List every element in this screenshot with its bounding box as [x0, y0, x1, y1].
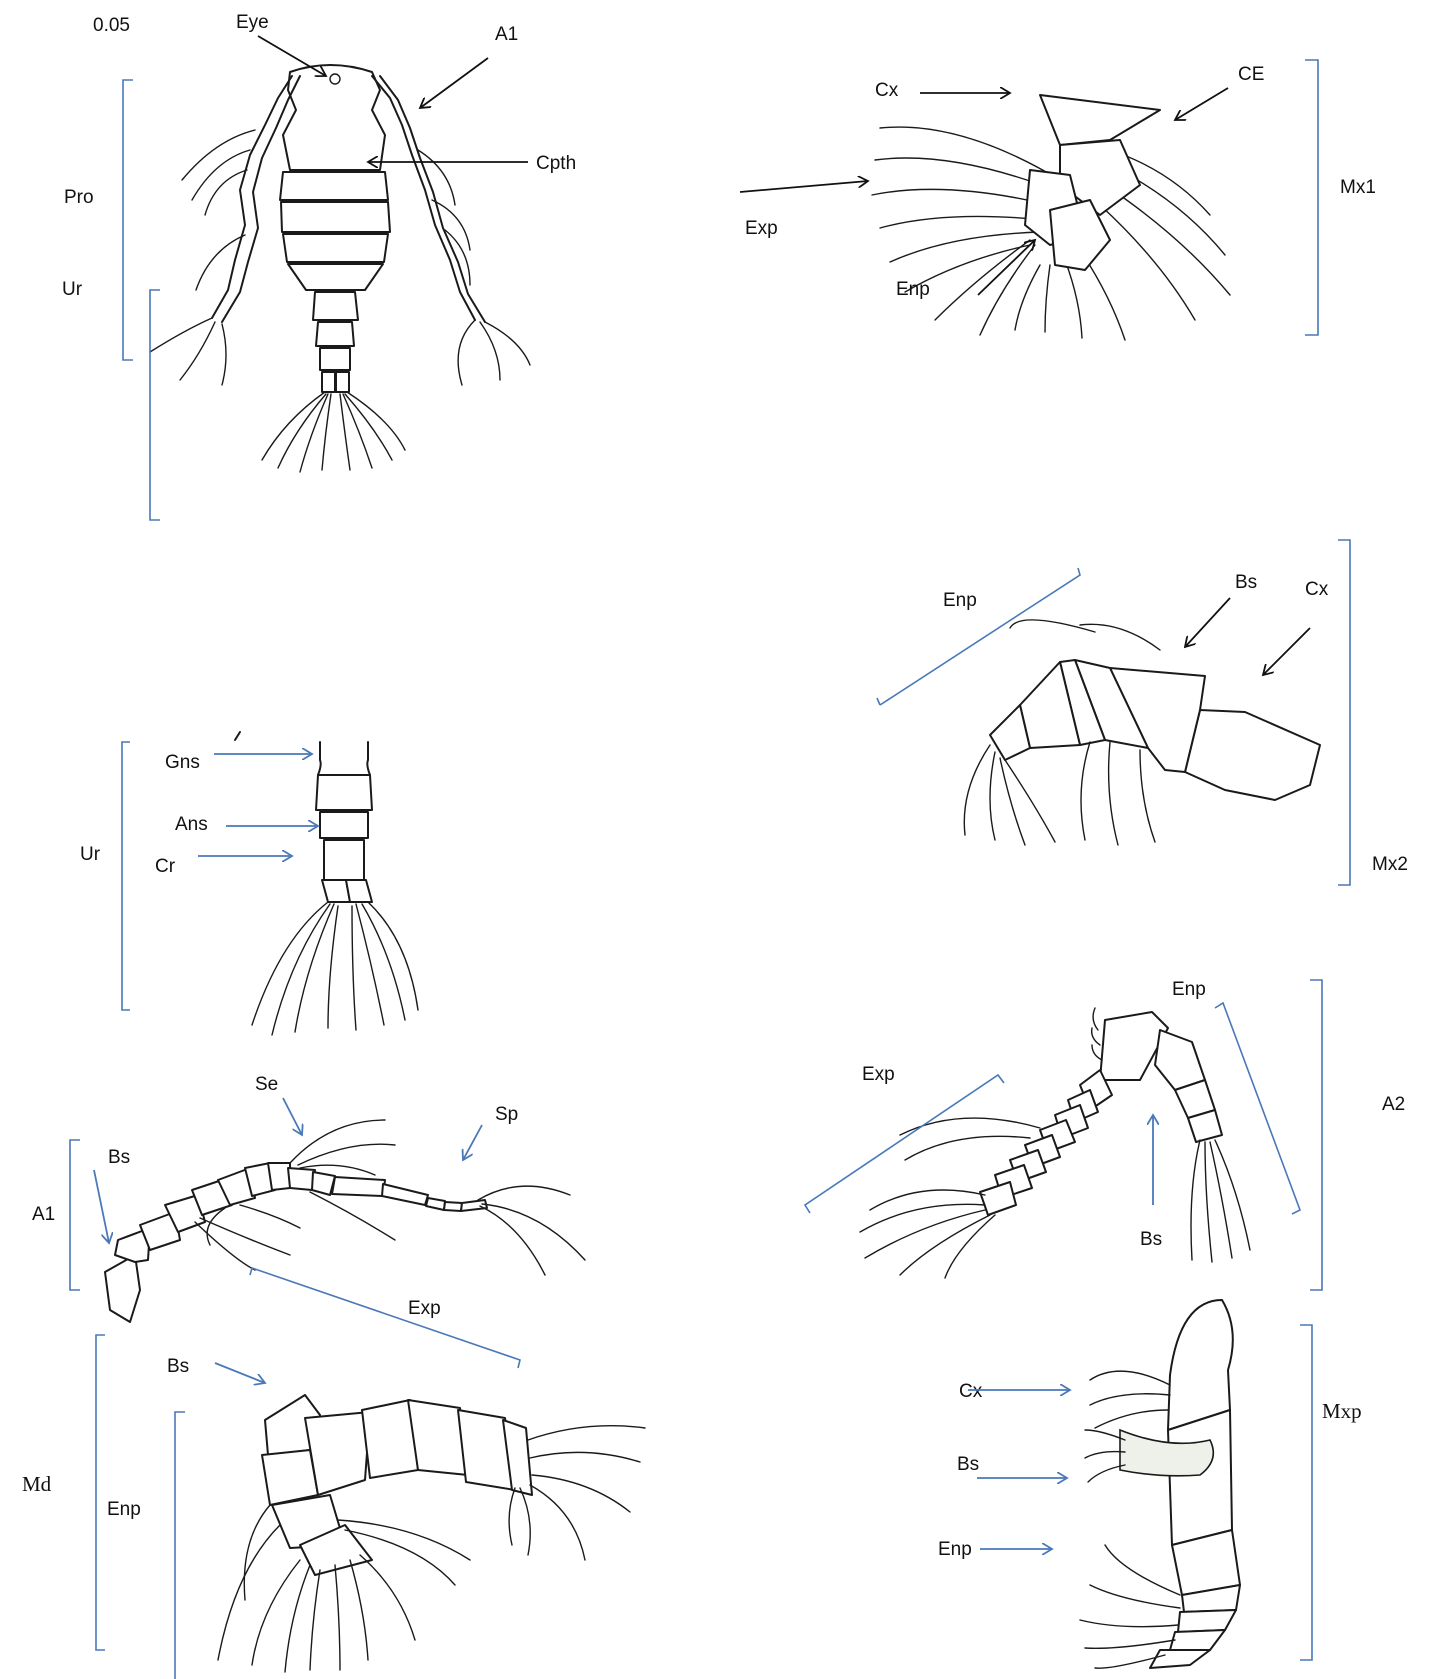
a2-bracket	[1310, 980, 1322, 1290]
urosome-bracket	[122, 742, 130, 1010]
a2-bs-label: Bs	[1140, 1229, 1162, 1250]
mx1-ce-arrow	[1175, 88, 1228, 120]
urosome-name-label: Ur	[80, 844, 101, 865]
a1-label: A1	[495, 24, 518, 45]
pro-label: Pro	[64, 187, 94, 208]
a1-name-label: A1	[32, 1204, 55, 1225]
cr-label: Cr	[155, 856, 176, 877]
a1-se-arrow	[283, 1098, 302, 1135]
a1-exp-bracket	[250, 1268, 520, 1368]
mx1-exp-label: Exp	[745, 218, 778, 239]
mxp-bs-label: Bs	[957, 1454, 979, 1475]
a1-bs-arrow	[94, 1170, 109, 1243]
a1-bs-label: Bs	[108, 1147, 130, 1168]
mx2-cx-arrow	[1263, 628, 1310, 675]
a1-sp-label: Sp	[495, 1104, 518, 1125]
whole-body-drawing	[150, 65, 530, 472]
mx2-bs-arrow	[1185, 598, 1230, 647]
mx1-bracket	[1305, 60, 1318, 335]
mx2-cx-label: Cx	[1305, 579, 1329, 600]
mxp-enp-label: Enp	[938, 1539, 972, 1560]
mxp-name-label: Mxp	[1322, 1399, 1362, 1423]
a1-panel: Se Sp Bs A1 Exp	[32, 1074, 585, 1368]
a2-enp-bracket	[1215, 1003, 1300, 1214]
pro-bracket	[123, 80, 133, 360]
a1-exp-label: Exp	[408, 1298, 441, 1319]
md-name-label: Md	[22, 1472, 52, 1496]
mx2-drawing	[964, 620, 1320, 845]
md-drawing	[218, 1395, 645, 1672]
eye-label: Eye	[236, 12, 269, 33]
mx1-ce-label: CE	[1238, 64, 1264, 85]
a2-name-label: A2	[1382, 1094, 1405, 1115]
a2-exp-label: Exp	[862, 1064, 895, 1085]
whole-body-panel: 0.05	[62, 12, 576, 520]
a2-enp-label: Enp	[1172, 979, 1206, 1000]
md-enp-bracket	[175, 1412, 185, 1679]
mx1-cx-label: Cx	[875, 80, 899, 101]
mxp-drawing	[1080, 1300, 1240, 1668]
gns-label: Gns	[165, 752, 200, 773]
urosome-drawing	[235, 732, 418, 1035]
mx2-bracket	[1338, 540, 1350, 885]
mxp-bracket	[1300, 1325, 1312, 1660]
ur-bracket-body	[150, 290, 160, 520]
mx1-enp-label: Enp	[896, 279, 930, 300]
mx1-drawing	[872, 95, 1230, 340]
scale-label: 0.05	[93, 15, 130, 36]
cpth-label: Cpth	[536, 153, 576, 174]
mx2-enp-label: Enp	[943, 590, 977, 611]
ur-label-body: Ur	[62, 279, 83, 300]
mx1-name-label: Mx1	[1340, 177, 1376, 198]
a1-drawing	[105, 1120, 585, 1322]
urosome-panel: Gns Ans Cr Ur	[80, 732, 418, 1035]
a1-sp-arrow	[463, 1125, 482, 1160]
mx1-exp-arrow	[740, 181, 868, 192]
md-bs-arrow	[215, 1363, 265, 1383]
a1-bracket	[70, 1140, 80, 1290]
ans-label: Ans	[175, 814, 208, 835]
a2-panel: Exp Enp Bs A2	[805, 979, 1405, 1290]
mx2-name-label: Mx2	[1372, 854, 1408, 875]
a1-arrow	[420, 58, 488, 108]
eye-arrow	[258, 36, 326, 76]
md-panel: Bs Md Enp	[22, 1335, 645, 1679]
mx2-panel: Enp Bs Cx Mx2	[877, 540, 1408, 885]
a2-drawing	[860, 1008, 1250, 1278]
a1-se-label: Se	[255, 1074, 278, 1095]
mx2-enp-bracket-end	[877, 698, 880, 705]
mxp-panel: Cx Bs Enp Mxp	[938, 1300, 1362, 1668]
md-enp-label: Enp	[107, 1499, 141, 1520]
md-bracket	[96, 1335, 105, 1650]
md-bs-label: Bs	[167, 1356, 189, 1377]
mx2-bs-label: Bs	[1235, 572, 1257, 593]
mx1-panel: Cx CE Exp Enp Mx1	[740, 60, 1376, 340]
mxp-cx-label: Cx	[959, 1381, 983, 1402]
